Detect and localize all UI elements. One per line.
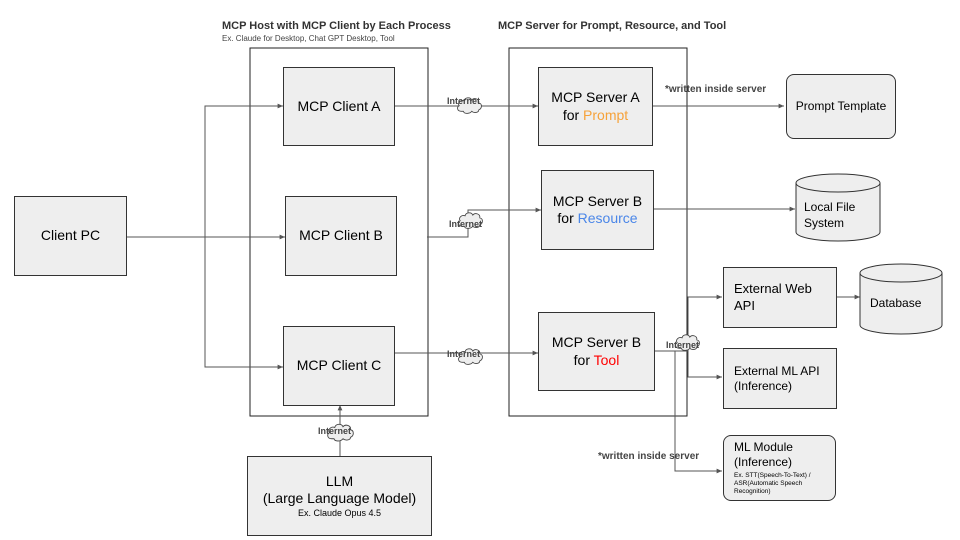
mcp-client-a-node[interactable]: MCP Client A [283, 67, 395, 146]
mcp-client-b-node[interactable]: MCP Client B [285, 196, 397, 276]
internet-label: Internet [447, 96, 481, 106]
mcp-client-c-label: MCP Client C [296, 357, 382, 374]
internet-label: Internet [318, 426, 352, 436]
external-ml-api-line2: (Inference) [734, 378, 793, 393]
wire-tool-to-ml-api [687, 351, 722, 380]
wire-pc-to-client-a [204, 103, 283, 237]
host-title: MCP Host with MCP Client by Each Process [222, 20, 451, 32]
local-file-system-line2: System [804, 215, 845, 230]
mcp-client-a-label: MCP Client A [297, 97, 381, 114]
mcp-server-tool-node[interactable]: MCP Server B for Tool [538, 312, 655, 391]
mcp-client-c-node[interactable]: MCP Client C [283, 326, 395, 406]
client-pc-node[interactable]: Client PC [14, 196, 127, 276]
external-web-api-line2: API [734, 297, 755, 313]
mcp-server-frame [508, 47, 688, 417]
mcp-server-a-node[interactable]: MCP Server A for Prompt [538, 67, 653, 146]
client-pc-label: Client PC [40, 227, 101, 244]
external-ml-api-line1: External ML API [734, 363, 820, 378]
mcp-server-b-prefix: for [557, 210, 578, 226]
mcp-server-tool-kind: Tool [593, 351, 620, 368]
mcp-server-a-name: MCP Server A [551, 89, 640, 105]
llm-example: Ex. Claude Opus 4.5 [297, 507, 382, 518]
ml-note: *written inside server [598, 451, 700, 462]
mcp-server-a-prefix: for [562, 106, 584, 123]
mcp-server-a-kind: Prompt [583, 106, 629, 123]
database-label: Database [870, 296, 922, 310]
ml-module-detail: Ex. STT(Speech-To-Text) / ASR(Automatic … [734, 472, 811, 495]
mcp-host-frame [249, 47, 429, 417]
mcp-server-b-name: MCP Server B [552, 192, 643, 209]
mcp-server-tool-name: MCP Server B [551, 334, 642, 350]
external-ml-api-node[interactable]: External ML API (Inference) [723, 348, 837, 409]
ml-module-node[interactable]: ML Module (Inference) Ex. STT(Speech-To-… [723, 435, 836, 501]
local-file-system-line1: Local File [804, 200, 856, 214]
local-file-system-cylinder [795, 173, 881, 242]
mcp-server-b-kind: Resource [577, 210, 638, 226]
internet-label: Internet [447, 349, 481, 359]
host-subtitle: Ex. Claude for Desktop, Chat GPT Desktop… [222, 34, 395, 43]
external-web-api-node[interactable]: External Web API [723, 267, 837, 328]
wire-tool-to-ml-module [674, 350, 722, 474]
ml-module-line1: ML Module [734, 440, 793, 455]
wire-tool-to-web-api [655, 294, 722, 352]
external-web-api-line1: External Web [734, 281, 812, 297]
internet-label: Internet [449, 219, 483, 229]
internet-label: Internet [666, 340, 700, 350]
database-cylinder [859, 263, 943, 335]
prompt-template-node[interactable]: Prompt Template [786, 74, 896, 139]
mcp-server-tool-prefix: for [573, 351, 594, 368]
llm-title: LLM [325, 472, 354, 489]
mcp-client-b-label: MCP Client B [299, 227, 383, 244]
server-group-title: MCP Server for Prompt, Resource, and Too… [498, 20, 727, 32]
local-file-system-label: Local File System [804, 200, 855, 231]
prompt-note: *written inside server [665, 84, 767, 95]
llm-node[interactable]: LLM (Large Language Model) Ex. Claude Op… [247, 456, 432, 536]
mcp-server-b-node[interactable]: MCP Server B for Resource [541, 170, 654, 250]
wire-client-b-to-server-b [427, 207, 541, 238]
wire-pc-to-client-c [204, 237, 283, 370]
llm-fullname: (Large Language Model) [262, 490, 417, 507]
prompt-template-label: Prompt Template [795, 99, 887, 113]
ml-module-line2: (Inference) [734, 455, 793, 470]
